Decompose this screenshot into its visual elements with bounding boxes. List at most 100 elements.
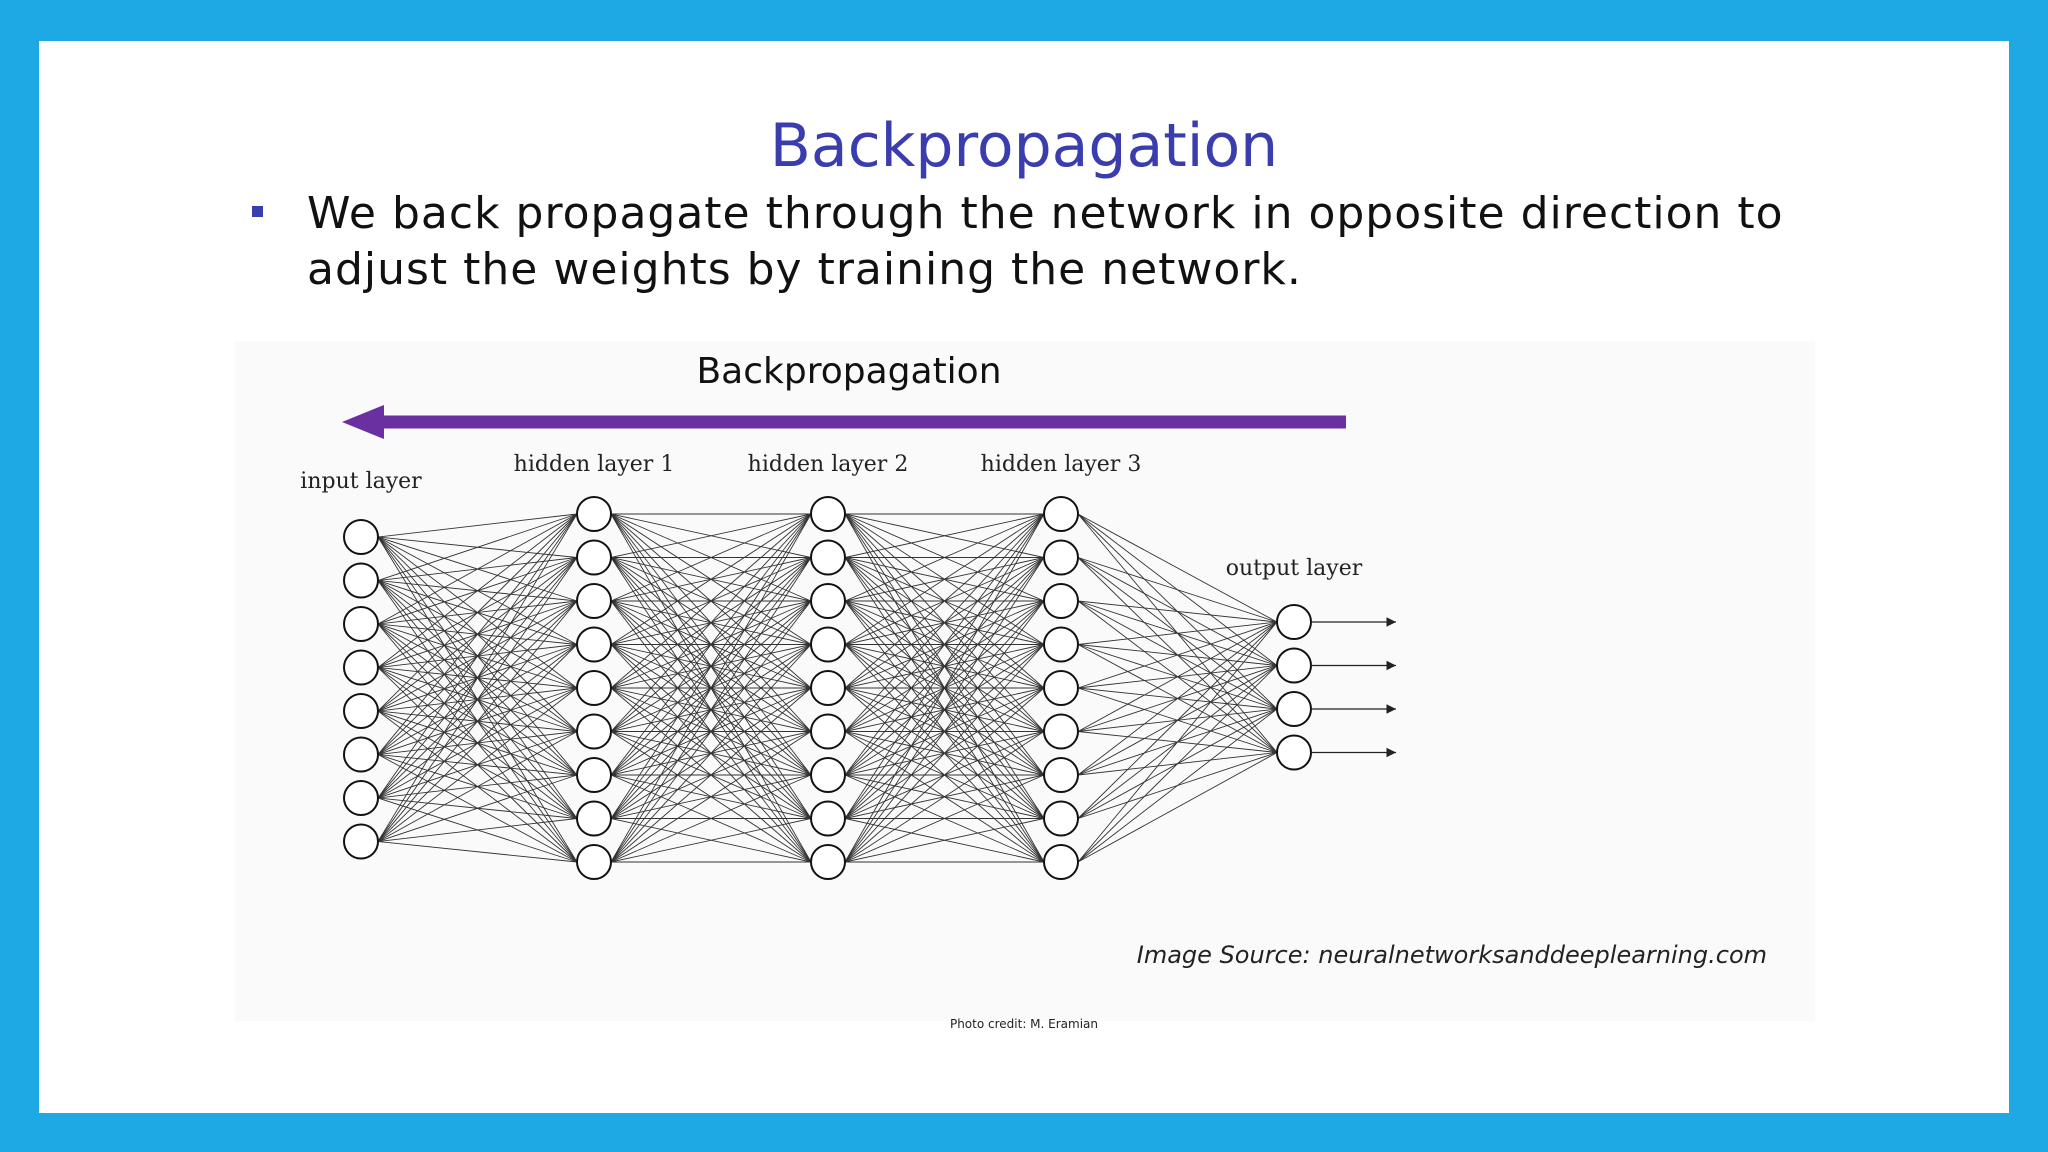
neuron-node [1043,583,1079,619]
connection-edge [377,731,578,842]
neuron-node [1043,670,1079,706]
connection-edge [844,513,1045,732]
connection-edge [1077,621,1278,689]
connection-edge [610,557,812,863]
connection-edge [377,513,578,755]
neuron-node [343,693,379,729]
connection-edges [377,513,1278,863]
connection-edge [610,774,812,863]
neuron-node [1043,800,1079,837]
image-source-caption: Image Source: neuralnetworksanddeeplearn… [1136,941,1767,969]
connection-edge [377,600,578,842]
neural-network-diagram: Backpropagation input layer hidden layer … [300,351,1396,880]
connection-edge [610,513,812,689]
connection-edge [610,513,812,776]
connection-edge [610,513,812,602]
connection-edge [844,513,1045,689]
neuron-node [1276,734,1312,771]
connection-edge [844,774,1045,863]
neuron-node [1043,713,1079,750]
connection-edge [610,513,812,732]
connection-edge [1077,621,1278,863]
neuron-node [576,626,612,663]
connection-edge [1077,708,1278,863]
neuron-node [343,736,379,773]
connection-edge [610,600,812,863]
layer-label: output layer [1226,556,1363,581]
connection-edge [377,557,578,842]
slide: Backpropagation We back propagate throug… [39,41,2009,1113]
connection-edge [844,513,1045,819]
neuron-node [1043,496,1079,532]
connection-edge [1077,557,1278,623]
connection-edge [844,513,1045,863]
connection-edge [610,513,812,863]
connection-edge [377,513,578,712]
connection-edge [610,644,812,863]
neuron-node [576,539,612,576]
bullet-text: We back propagate through the network in… [307,188,1784,295]
neuron-node [810,626,846,663]
neuron-node [810,670,846,706]
connection-edge [377,513,578,538]
connection-edge [377,513,578,625]
neuron-node [343,519,379,555]
layer-labels: input layer hidden layer 1 hidden layer 2 h… [300,452,1362,581]
connection-edge [377,513,578,581]
connection-edge [377,841,578,863]
neuron-node [576,800,612,837]
neuron-node [1043,626,1079,663]
photo-credit: Photo credit: M. Eramian [949,1017,1099,1031]
connection-edge [1077,621,1278,776]
neuron-node [343,780,379,816]
connection-edge [377,513,578,842]
neuron-node [810,496,846,532]
connection-edge [377,774,578,842]
connection-edge [844,644,1045,863]
neuron-node [343,562,379,599]
connection-edge [610,513,812,645]
connection-edge [610,513,812,819]
neuron-node [810,757,846,793]
neuron-node [576,844,612,880]
neuron-node [576,670,612,706]
connection-edge [1077,621,1278,732]
connection-edge [844,513,1045,602]
connection-edge [844,513,1045,776]
neuron-node [343,823,379,860]
neuron-node [576,583,612,619]
neuron-node [1043,844,1079,880]
neuron-node [1043,539,1079,576]
layer-label: hidden layer 1 [514,452,675,477]
neuron-nodes [343,496,1312,880]
layer-label: input layer [300,469,422,494]
connection-edge [844,513,1045,558]
neuron-node [343,649,379,686]
connection-edge [1077,600,1278,623]
connection-edge [610,513,812,558]
connection-edge [1077,621,1278,645]
layer-label: hidden layer 2 [748,452,909,477]
neuron-node [810,800,846,837]
neuron-node [1043,757,1079,793]
connection-edge [377,513,578,799]
slide-title: Backpropagation [769,111,1279,181]
neuron-node [1276,604,1312,640]
connection-edge [844,600,1045,863]
neuron-node [576,713,612,750]
connection-edge [1077,621,1278,819]
connection-edge [1077,665,1278,863]
connection-edge [610,731,812,863]
connection-edge [1077,513,1278,623]
figure-title: Backpropagation [696,351,1001,392]
neuron-node [343,606,379,642]
connection-edge [377,818,578,842]
connection-edge [844,557,1045,863]
neuron-node [1276,691,1312,727]
connection-edge [844,818,1045,863]
neuron-node [576,757,612,793]
connection-edge [610,687,812,863]
connection-edge [1077,752,1278,863]
layer-label: hidden layer 3 [981,452,1142,477]
connection-edge [610,818,812,863]
